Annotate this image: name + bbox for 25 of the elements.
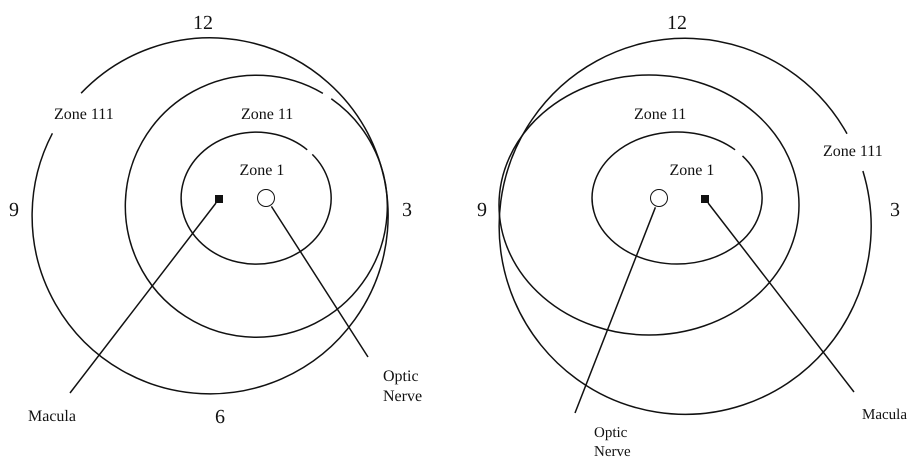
clock-position-label: 12 [667, 13, 687, 33]
zone-label: Zone 1 [240, 163, 284, 179]
macula-marker [701, 195, 709, 203]
clock-position-label: 3 [402, 200, 412, 220]
leader-line [270, 206, 369, 358]
leader-label: Optic Nerve [383, 367, 435, 407]
clock-position-label: 9 [9, 200, 19, 220]
clock-position-label: 9 [477, 200, 487, 220]
clock-position-label: 3 [890, 200, 900, 220]
optic-disc-marker [650, 189, 668, 207]
zone-label: Zone 111 [823, 144, 883, 160]
optic-disc-marker [257, 189, 275, 207]
zone-label: Zone 111 [54, 107, 114, 123]
leader-line [708, 202, 855, 392]
clock-position-label: 6 [215, 407, 225, 427]
leader-line [69, 202, 217, 394]
leader-label: Macula [28, 407, 88, 427]
leader-label: Macula [862, 405, 914, 425]
zone-label: Zone 1 [670, 163, 714, 179]
zone-label: Zone 11 [634, 107, 686, 123]
clock-position-label: 12 [193, 13, 213, 33]
leader-line [574, 207, 656, 414]
macula-marker [215, 195, 223, 203]
zone-label: Zone 11 [241, 107, 294, 123]
leader-label: Optic Nerve [594, 424, 646, 462]
